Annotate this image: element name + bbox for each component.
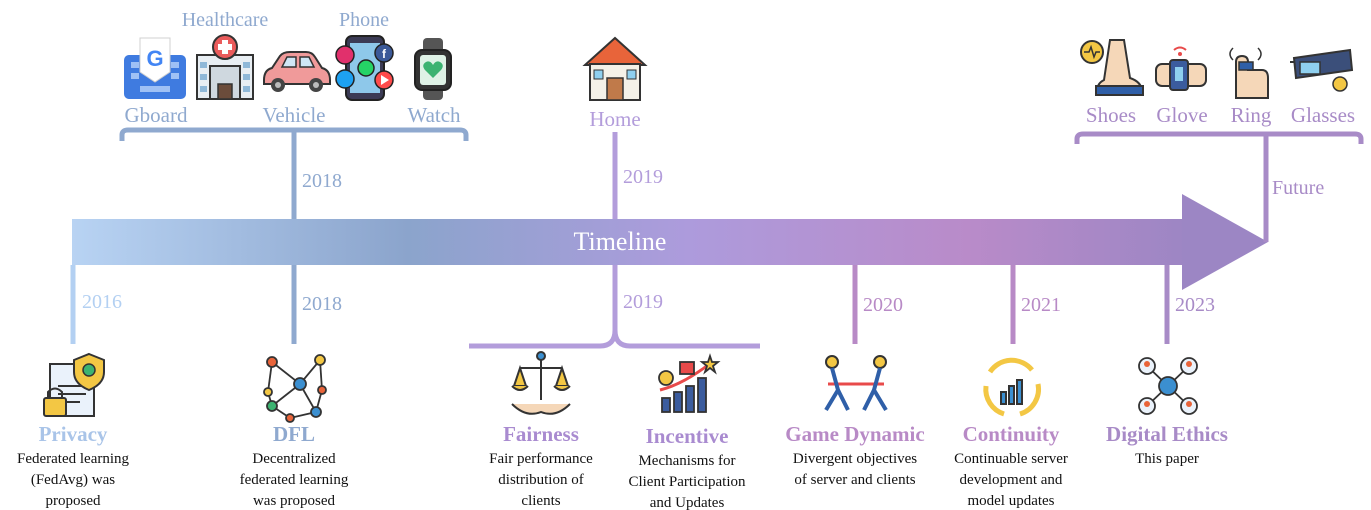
device-label-healthcare: Healthcare xyxy=(182,9,269,31)
device-label-glasses: Glasses xyxy=(1291,103,1355,127)
milestone-title-game-dynamic: Game Dynamic xyxy=(785,422,924,446)
digital-ethics-desc-line: This paper xyxy=(1135,451,1199,467)
game-dynamic-desc-line: of server and clients xyxy=(794,472,915,488)
hospital-icon xyxy=(196,34,254,100)
smart-home-icon xyxy=(582,36,648,101)
continuity-cycle-icon xyxy=(983,357,1041,417)
incentive-desc-line: Mechanisms for xyxy=(638,453,735,469)
fairness-desc-line: distribution of xyxy=(498,472,583,488)
milestone-year-2020: 2020 xyxy=(863,294,903,316)
smart-shoes-icon xyxy=(1080,39,1144,96)
incentive-desc-line: and Updates xyxy=(650,495,725,510)
fairness-scale-icon xyxy=(511,351,571,415)
device-label-vehicle: Vehicle xyxy=(263,103,326,127)
device-label-watch: Watch xyxy=(407,103,461,127)
devices-2018-bracket xyxy=(119,127,469,219)
milestone-year-2023: 2023 xyxy=(1175,294,1215,316)
privacy-document-icon xyxy=(43,352,105,417)
smart-glove-icon xyxy=(1155,46,1207,91)
year-2018-top: 2018 xyxy=(302,170,342,192)
milestone-title-privacy: Privacy xyxy=(39,422,108,446)
milestone-year-2021: 2021 xyxy=(1021,294,1061,316)
gboard-icon: G xyxy=(124,37,186,99)
phone-apps-icon: f xyxy=(335,35,394,101)
privacy-desc-line: (FedAvg) was xyxy=(31,472,115,488)
milestone-year-2019: 2019 xyxy=(623,291,663,313)
device-label-phone: Phone xyxy=(339,9,389,31)
device-label-home: Home xyxy=(589,107,640,131)
device-label-glove: Glove xyxy=(1156,103,1207,127)
timeline-label: Timeline xyxy=(574,227,667,256)
continuity-desc-line: development and xyxy=(960,472,1063,488)
milestone-title-dfl: DFL xyxy=(273,422,315,446)
fairness-desc-line: clients xyxy=(521,493,560,509)
incentive-growth-icon xyxy=(658,353,721,413)
year-2019-top: 2019 xyxy=(623,166,663,188)
milestone-title-digital-ethics: Digital Ethics xyxy=(1106,422,1228,446)
milestone-title-fairness: Fairness xyxy=(503,422,579,446)
smartwatch-icon xyxy=(414,38,452,100)
continuity-desc-line: model updates xyxy=(967,493,1054,509)
milestone-year-2018: 2018 xyxy=(302,293,342,315)
privacy-desc-line: proposed xyxy=(46,493,101,509)
fairness-desc-line: Fair performance xyxy=(489,451,593,467)
future-label: Future xyxy=(1272,177,1324,199)
tug-of-war-icon xyxy=(824,355,888,412)
svg-text:f: f xyxy=(382,47,387,61)
milestone-title-incentive: Incentive xyxy=(646,424,729,448)
future-bracket xyxy=(1074,131,1364,242)
milestone-title-continuity: Continuity xyxy=(963,422,1060,446)
continuity-desc-line: Continuable server xyxy=(954,451,1068,467)
game-dynamic-desc-line: Divergent objectives xyxy=(793,451,917,467)
incentive-desc-line: Client Participation xyxy=(628,474,746,490)
device-label-shoes: Shoes xyxy=(1086,103,1136,127)
smart-ring-icon xyxy=(1229,47,1269,99)
smart-glasses-icon xyxy=(1290,48,1354,92)
dfl-desc-line: federated learning xyxy=(240,472,349,488)
decentralized-network-icon xyxy=(263,354,327,423)
svg-text:G: G xyxy=(146,46,163,71)
dfl-desc-line: was proposed xyxy=(253,493,336,509)
device-label-ring: Ring xyxy=(1231,103,1272,127)
milestone-year-2016: 2016 xyxy=(82,291,122,313)
timeline-arrow xyxy=(72,194,1268,290)
digital-ethics-network-icon xyxy=(1138,357,1198,415)
car-icon xyxy=(263,51,331,92)
privacy-desc-line: Federated learning xyxy=(17,451,130,467)
device-label-gboard: Gboard xyxy=(125,103,188,127)
dfl-desc-line: Decentralized xyxy=(252,451,336,467)
milestone-connectors xyxy=(70,265,1170,349)
